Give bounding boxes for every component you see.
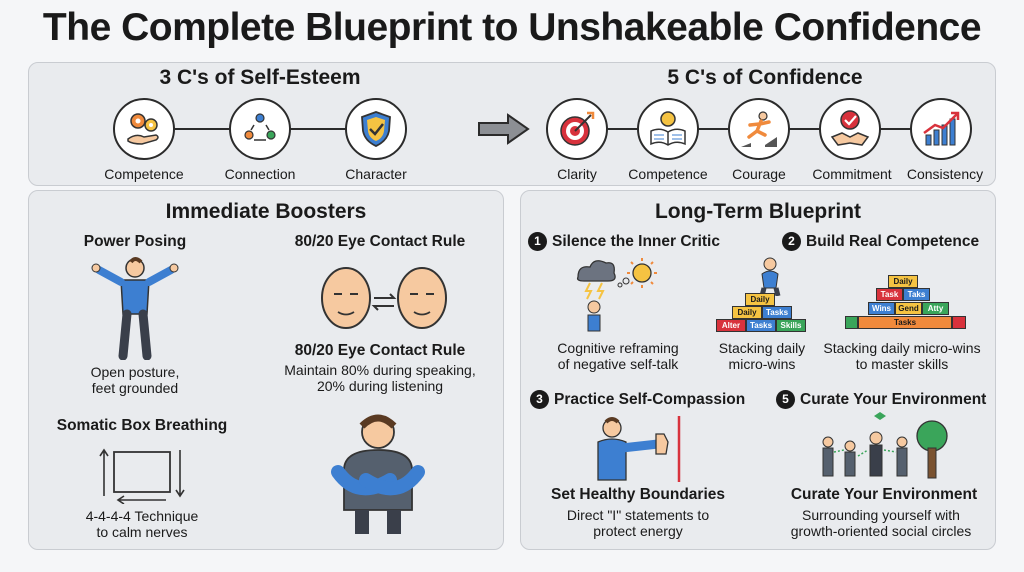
block-tasks: Tasks xyxy=(762,306,792,319)
confidence-label-clarity: Clarity xyxy=(557,166,597,182)
step-2-caption-2: micro-wins xyxy=(728,356,796,372)
step-5-subtitle: Curate Your Environment xyxy=(790,486,978,503)
step-3-subtitle: Set Healthy Boundaries xyxy=(551,486,725,503)
step-2-number-badge: 2 xyxy=(782,232,801,251)
step-1-title: 1 Silence the Inner Critic xyxy=(528,232,748,251)
step-3-title: 3 Practice Self-Compassion xyxy=(530,390,760,409)
step-2-title: 2 Build Real Competence xyxy=(782,232,994,251)
confidence-label-courage: Courage xyxy=(732,166,786,182)
block-daily: Daily xyxy=(745,293,775,306)
block-large-edge-green xyxy=(845,316,858,329)
connection-people-icon xyxy=(229,98,291,160)
step-5-title-text: Curate Your Environment xyxy=(800,391,987,408)
box-breathing-caption-1: 4-4-4-4 Technique xyxy=(85,508,199,524)
step-5-number-badge: 5 xyxy=(776,390,795,409)
competence-gears-icon xyxy=(113,98,175,160)
block-daily-2: Daily xyxy=(732,306,762,319)
immediate-boosters-heading: Immediate Boosters xyxy=(165,200,367,223)
block-large-daily: Daily xyxy=(888,275,918,288)
character-shield-icon xyxy=(345,98,407,160)
confidence-heading: 5 C's of Confidence xyxy=(667,66,863,89)
step-1-title-text: Silence the Inner Critic xyxy=(552,233,720,250)
confidence-label-competence: Competence xyxy=(628,166,708,182)
block-large-task: Task xyxy=(876,288,903,301)
block-alter: Alter xyxy=(716,319,746,332)
power-posing-caption-2: feet grounded xyxy=(91,380,179,396)
consistency-chart-icon xyxy=(910,98,972,160)
commitment-handshake-icon xyxy=(819,98,881,160)
step-5-caption-2: growth-oriented social circles xyxy=(790,523,972,539)
box-breathing-icon xyxy=(96,444,188,509)
step-2-caption-1: Stacking daily xyxy=(718,340,806,356)
step-3-title-text: Practice Self-Compassion xyxy=(554,391,746,408)
step-1-caption-2: of negative self-talk xyxy=(557,356,679,372)
step-1-caption-1: Cognitive reframing xyxy=(557,340,679,356)
power-posing-caption-1: Open posture, xyxy=(90,364,180,380)
community-tree-icon xyxy=(814,412,954,487)
eye-contact-title-2: 80/20 Eye Contact Rule xyxy=(294,342,466,359)
inner-critic-storm-icon xyxy=(572,255,672,338)
arrow-right-icon xyxy=(476,112,532,151)
confidence-label-consistency: Consistency xyxy=(906,166,984,182)
self-esteem-label-connection: Connection xyxy=(224,166,296,182)
step-3-caption-1: Direct "I" statements to xyxy=(566,507,710,523)
self-esteem-heading: 3 C's of Self-Esteem xyxy=(159,66,361,89)
page-title: The Complete Blueprint to Unshakeable Co… xyxy=(42,6,982,49)
block-large-gend: Gend xyxy=(895,302,922,315)
block-skills: Skills xyxy=(776,319,806,332)
boundary-stop-hand-icon xyxy=(586,414,696,489)
competence-book-icon xyxy=(637,98,699,160)
eye-contact-caption-2: 20% during listening xyxy=(316,378,444,394)
box-breathing-title: Somatic Box Breathing xyxy=(56,417,228,434)
step-1-number-badge: 1 xyxy=(528,232,547,251)
block-large-wins: Wins xyxy=(868,302,895,315)
eye-contact-title: 80/20 Eye Contact Rule xyxy=(294,233,466,250)
step-5-caption-1: Surrounding yourself with xyxy=(802,507,960,523)
long-term-blueprint-heading: Long-Term Blueprint xyxy=(654,200,862,223)
block-large-atty: Atty xyxy=(922,302,949,315)
block-large-taks: Taks xyxy=(903,288,930,301)
long-term-blueprint-panel xyxy=(520,190,996,550)
courage-leap-icon xyxy=(728,98,790,160)
eye-contact-caption-1: Maintain 80% during speaking, xyxy=(284,362,476,378)
step-2-caption2-1: Stacking daily micro-wins xyxy=(823,340,981,356)
clarity-target-icon xyxy=(546,98,608,160)
step-2-title-text: Build Real Competence xyxy=(806,233,980,250)
confidence-label-commitment: Commitment xyxy=(812,166,892,182)
step-2-caption2-2: to master skills xyxy=(855,356,949,372)
self-esteem-label-competence: Competence xyxy=(104,166,184,182)
self-esteem-label-character: Character xyxy=(345,166,407,182)
power-posing-title: Power Posing xyxy=(83,233,187,250)
block-large-edge-red xyxy=(952,316,966,329)
block-tasks-2: Tasks xyxy=(746,319,776,332)
self-hug-figure-icon xyxy=(318,410,438,543)
power-pose-figure-icon xyxy=(85,256,185,365)
box-breathing-caption-2: to calm nerves xyxy=(96,524,188,540)
step-3-number-badge: 3 xyxy=(530,390,549,409)
immediate-boosters-panel xyxy=(28,190,504,550)
step-3-caption-2: protect energy xyxy=(593,523,683,539)
eye-contact-faces-icon xyxy=(316,260,452,343)
block-large-tasks: Tasks xyxy=(858,316,952,329)
step-5-title: 5 Curate Your Environment xyxy=(776,390,996,409)
